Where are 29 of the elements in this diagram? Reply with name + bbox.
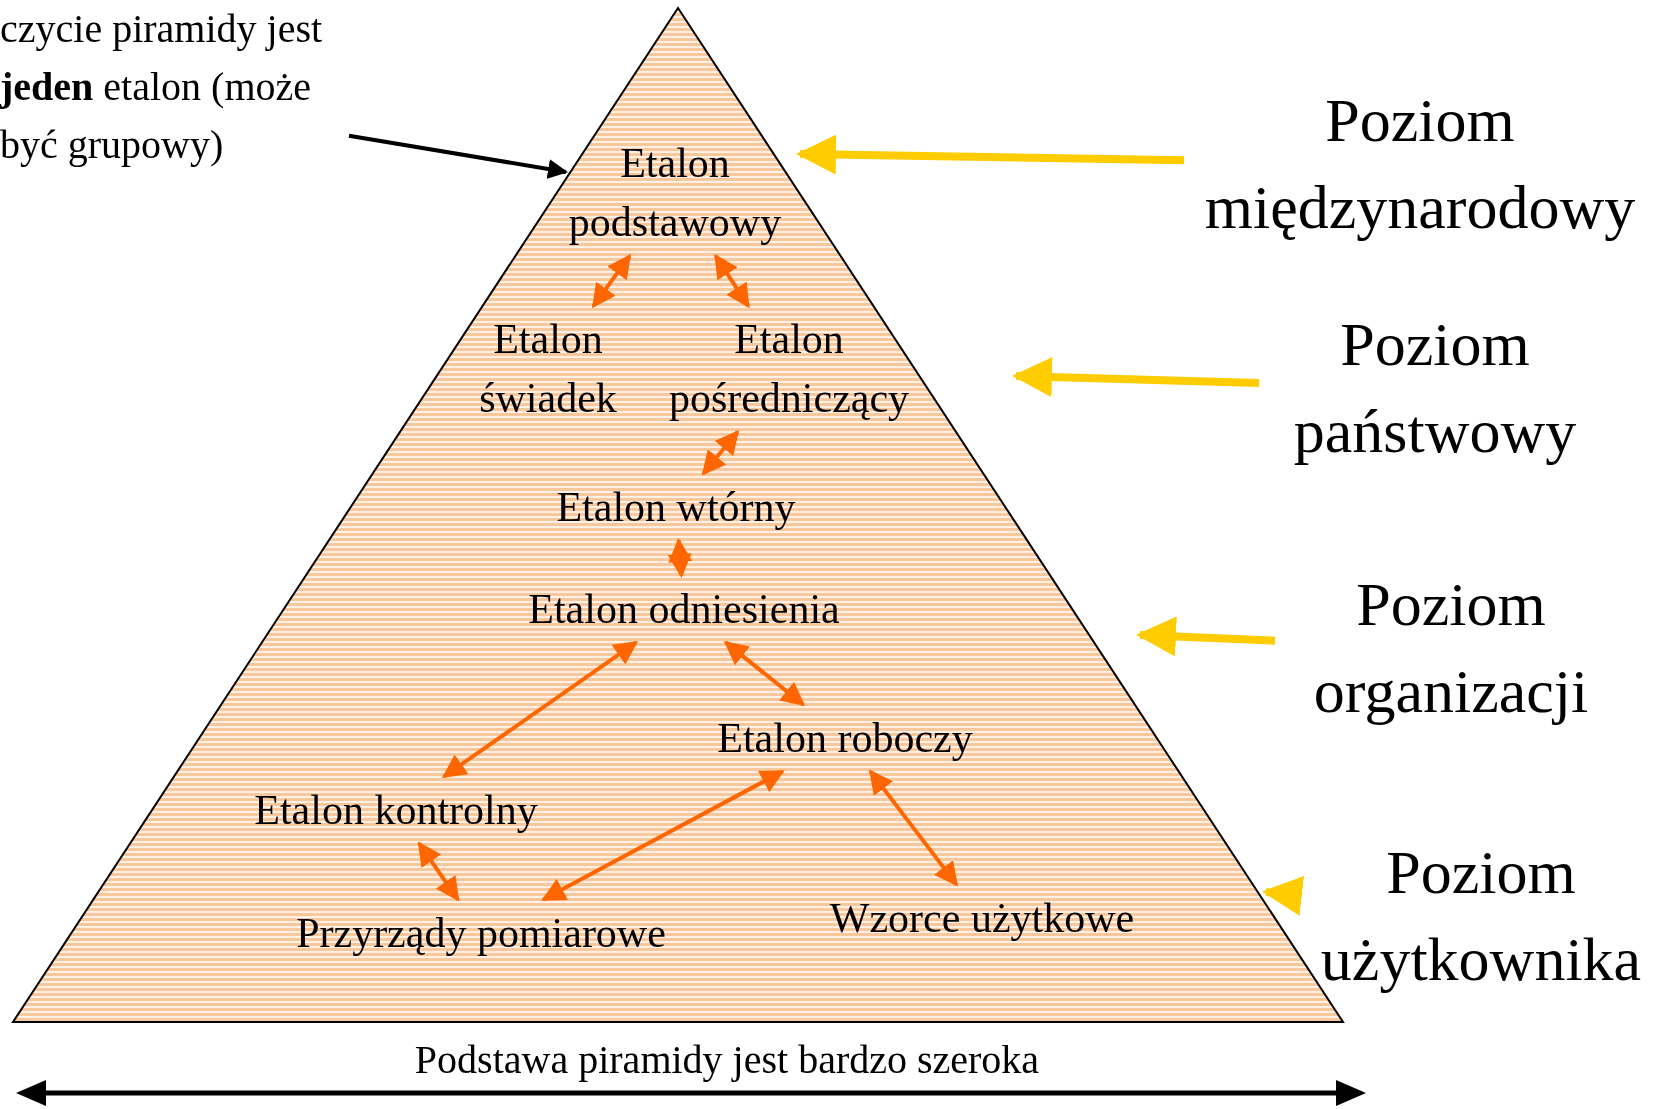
arrow [714, 253, 750, 309]
arrow [1012, 357, 1260, 397]
etalon-label: Wzorce użytkowe [829, 888, 1135, 948]
arrow [796, 134, 1185, 175]
arrow [723, 640, 806, 707]
arrow [541, 769, 785, 902]
level-label: Poziom państwowy [1265, 301, 1605, 475]
arrow [417, 841, 460, 902]
etalon-label: Etalon podstawowy [550, 134, 800, 252]
etalon-label: Etalon wtórny [556, 477, 796, 537]
etalon-label: Etalon roboczy [717, 708, 973, 768]
etalon-label: Etalon kontrolny [254, 780, 538, 840]
level-label: Poziom międzynarodowy [1190, 77, 1650, 251]
etalon-label: Etalon odniesienia [528, 579, 840, 639]
level-label: Poziom organizacji [1281, 561, 1621, 735]
level-label: Poziom użytkownika [1306, 829, 1656, 1003]
etalon-label: Etalon pośredniczący [649, 310, 929, 428]
callout-text: czycie piramidy jest jeden etalon (może być grupowy) [0, 0, 345, 174]
arrow [868, 769, 959, 887]
base-caption: Podstawa piramidy jest bardzo szeroka [414, 1035, 1040, 1083]
arrow [667, 538, 693, 578]
arrow [1136, 616, 1276, 657]
arrow [591, 253, 632, 309]
arrow [348, 133, 568, 179]
etalon-label: Przyrządy pomiarowe [296, 903, 666, 963]
etalon-label: Etalon świadek [463, 310, 633, 428]
arrow [441, 640, 639, 779]
arrow [1262, 876, 1304, 916]
arrow [701, 429, 740, 476]
